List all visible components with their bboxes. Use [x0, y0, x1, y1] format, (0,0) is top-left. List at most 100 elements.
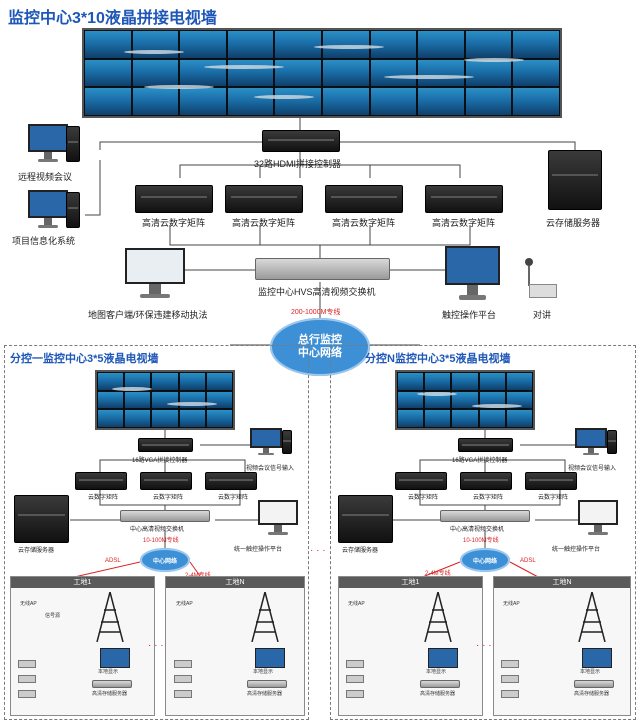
branch-left-matrix-label-2: 云数字矩阵 — [153, 495, 184, 501]
right-siten-screen-label: 本地显示 — [580, 669, 601, 675]
camera-icon — [501, 675, 519, 683]
branch-right-site-1-title: 工地1 — [339, 577, 482, 588]
branch-left-cloud-label: 中心网络 — [152, 558, 177, 565]
cloud-line-1: 总行监控 — [298, 334, 342, 346]
pc-tower-icon — [607, 430, 617, 454]
left-siten-screen-label: 本地显示 — [253, 669, 274, 675]
branch-right-site-n: 工地N — [493, 576, 631, 716]
local-screen-icon — [255, 648, 285, 668]
cloud-storage-label: 云存储服务器 — [546, 218, 601, 228]
camera-icon — [18, 675, 36, 683]
branch-left-storage-icon — [14, 495, 69, 543]
left-site1-signal-label: 信号源 — [45, 613, 61, 619]
branch-right-cloud-icon: 中心网络 — [460, 548, 510, 572]
signal-tower-icon — [95, 591, 125, 643]
matrix-3 — [325, 185, 403, 213]
right-site1-screen-label: 本地显示 — [426, 669, 447, 675]
main-title: 监控中心3*10液晶拼接电视墙 — [8, 10, 217, 27]
branch-right-switch — [440, 510, 530, 522]
branch-right-adsl-label: ADSL — [520, 558, 536, 564]
left-site1-ap-label: 无线AP — [20, 601, 37, 607]
hdmi-controller — [262, 130, 340, 152]
branch-left-cloud-icon: 中心网络 — [140, 548, 190, 572]
local-screen-icon — [582, 648, 612, 668]
branch-right-platform-monitor-icon — [578, 500, 618, 536]
branch-right-matrix-1 — [395, 472, 447, 490]
desktop-computer-icon — [28, 190, 68, 230]
camera-icon — [18, 660, 36, 668]
left-siten-nvr-label: 高清存储服务器 — [247, 691, 283, 697]
right-siten-nvr-label: 高清存储服务器 — [574, 691, 610, 697]
camera-icon — [174, 660, 192, 668]
left-siten-ap-label: 无线AP — [176, 601, 193, 607]
hvs-switch — [255, 258, 390, 280]
branch-left-line-label: 10-100M专线 — [143, 538, 179, 544]
camera-icon — [18, 690, 36, 698]
branch-right-platform-label: 统一触控操作平台 — [552, 547, 601, 553]
left-site1-nvr-icon — [92, 680, 132, 688]
matrix-1 — [135, 185, 213, 213]
desktop-computer-icon — [28, 124, 68, 164]
branch-ellipsis: · · · — [310, 545, 326, 556]
line-speed-label: 200-1000M专线 — [291, 309, 341, 316]
touch-platform-monitor-icon — [445, 246, 500, 302]
branch-left-matrix-3 — [205, 472, 257, 490]
branch-left-controller — [138, 438, 193, 452]
branch-left-matrix-label-3: 云数字矩阵 — [218, 495, 249, 501]
branch-left-video-wall — [95, 370, 235, 430]
branch-right-matrix-3 — [525, 472, 577, 490]
hvs-switch-label: 监控中心HVS高清视频交换机 — [258, 287, 376, 297]
signal-tower-icon — [423, 591, 453, 643]
map-client-label: 地图客户端/环保违建移动执法 — [88, 310, 208, 320]
signal-tower-icon — [577, 591, 607, 643]
branch-right-line-label: 10-100M专线 — [463, 538, 499, 544]
central-network-cloud-icon: 总行监控中心网络 — [270, 318, 370, 376]
touch-platform-label: 触控操作平台 — [442, 310, 497, 320]
branch-right-storage-label: 云存储服务器 — [342, 548, 379, 554]
branch-right-meeting-label: 视频会议信号输入 — [568, 466, 617, 472]
camera-icon — [501, 660, 519, 668]
branch-left-adsl-label: ADSL — [105, 558, 121, 564]
branch-right-storage-icon — [338, 495, 393, 543]
camera-icon — [174, 675, 192, 683]
pc-tower-icon — [66, 126, 80, 162]
remote-meeting-label: 远程视频会议 — [18, 172, 73, 182]
pc-tower-icon — [66, 192, 80, 228]
right-site1-nvr-label: 高清存储服务器 — [420, 691, 456, 697]
branch-right-matrix-2 — [460, 472, 512, 490]
intercom-microphone-icon — [525, 258, 557, 298]
camera-icon — [501, 690, 519, 698]
branch-right-cloud-label: 中心网络 — [472, 558, 497, 565]
pc-tower-icon — [282, 430, 292, 454]
branch-left-title: 分控一监控中心3*5液晶电视墙 — [10, 353, 159, 365]
matrix-label-3: 高清云数字矩阵 — [332, 218, 396, 228]
branch-right-line2-label: 2-4M专线 — [425, 571, 451, 577]
branch-left-switch — [120, 510, 210, 522]
branch-right-section — [330, 345, 636, 720]
right-siten-ap-label: 无线AP — [503, 601, 520, 607]
hdmi-controller-label: 32路HDMI拼接控制器 — [254, 159, 342, 169]
matrix-label-4: 高清云数字矩阵 — [432, 218, 496, 228]
left-siten-nvr-icon — [247, 680, 287, 688]
right-sites-ellipsis: · · · — [476, 640, 492, 651]
camera-icon — [346, 660, 364, 668]
left-site1-screen-label: 本地显示 — [98, 669, 119, 675]
branch-right-controller — [458, 438, 513, 452]
branch-left-meeting-label: 视频会议信号输入 — [246, 466, 295, 472]
branch-right-matrix-label-2: 云数字矩阵 — [473, 495, 504, 501]
branch-left-site-n-title: 工地N — [166, 577, 304, 588]
branch-left-section — [4, 345, 309, 720]
branch-left-storage-label: 云存储服务器 — [18, 548, 55, 554]
matrix-4 — [425, 185, 503, 213]
main-video-wall — [82, 28, 562, 118]
branch-right-video-wall — [395, 370, 535, 430]
right-siten-nvr-icon — [574, 680, 614, 688]
cloud-storage-server-icon — [548, 150, 602, 210]
right-site1-ap-label: 无线AP — [348, 601, 365, 607]
left-site1-nvr-label: 高清存储服务器 — [92, 691, 128, 697]
signal-tower-icon — [250, 591, 280, 643]
branch-right-switch-label: 中心高清视频交换机 — [450, 527, 505, 533]
intercom-label: 对讲 — [533, 310, 552, 320]
camera-icon — [346, 690, 364, 698]
local-screen-icon — [100, 648, 130, 668]
